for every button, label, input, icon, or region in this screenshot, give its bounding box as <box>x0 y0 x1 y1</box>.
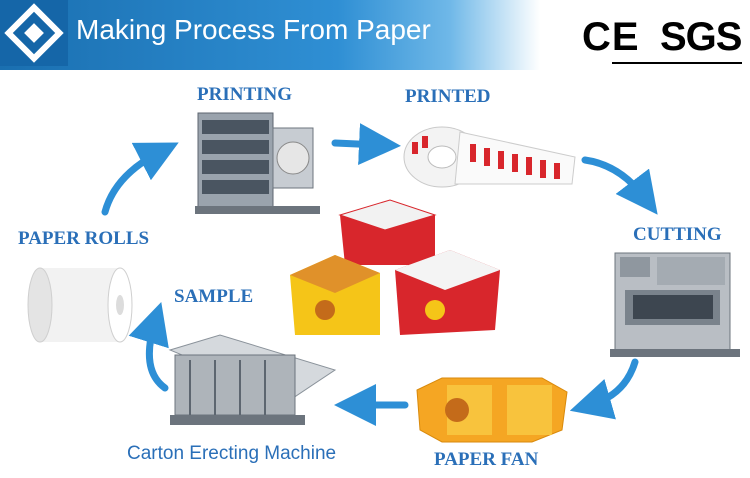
arrow-erecting-to-sample <box>128 301 169 392</box>
arrow-cutting-to-fan <box>569 358 639 420</box>
certification-underline <box>612 62 742 64</box>
header-banner <box>0 0 750 70</box>
logo-icon <box>0 0 68 66</box>
sample-boxes-icon <box>285 195 505 350</box>
arrow-printed-to-cutting <box>581 156 658 215</box>
cutting-machine-icon <box>605 245 750 370</box>
step-printed-label: PRINTED <box>405 86 491 107</box>
step-sample-label: SAMPLE <box>174 286 254 307</box>
step-paper-rolls-label: PAPER ROLLS <box>18 228 150 249</box>
printed-roll-icon <box>400 112 585 197</box>
paper-roll-icon <box>25 250 140 360</box>
printing-machine-icon <box>190 108 335 223</box>
erecting-machine-caption: Carton Erecting Machine <box>127 443 337 464</box>
ce-mark: CE <box>582 15 640 59</box>
page-title: Making Process From Paper <box>76 14 431 45</box>
step-paper-fan-label: PAPER FAN <box>434 449 539 470</box>
step-printing-label: PRINTING <box>197 84 293 105</box>
paper-fan-icon <box>412 370 572 455</box>
step-cutting-label: CUTTING <box>633 224 722 245</box>
arrow-printing-to-printed <box>331 123 401 166</box>
erecting-machine-icon <box>160 330 340 440</box>
sgs-mark: SGS <box>660 15 742 59</box>
arrow-rolls-to-printing <box>101 142 179 216</box>
